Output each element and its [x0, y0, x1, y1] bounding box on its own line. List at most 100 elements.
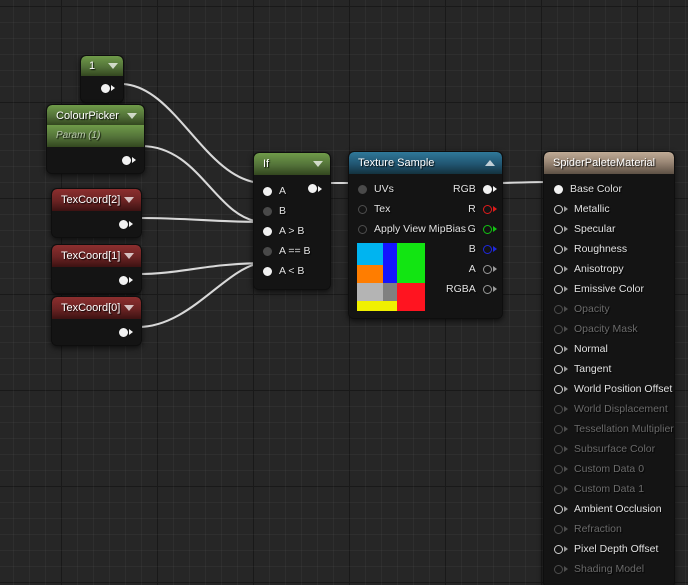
- node-texcoord-1[interactable]: TexCoord[1]: [51, 244, 142, 294]
- node-texcoord-0[interactable]: TexCoord[0]: [51, 296, 142, 346]
- output-pin[interactable]: [482, 244, 492, 254]
- input-pin-row-a-equals-b[interactable]: A == B: [254, 241, 330, 261]
- input-pin[interactable]: [554, 384, 563, 394]
- output-pin-row-g[interactable]: G: [437, 219, 502, 239]
- input-pin[interactable]: [554, 304, 563, 314]
- input-pin-row-metallic[interactable]: Metallic: [544, 199, 674, 219]
- input-pin[interactable]: [554, 224, 563, 234]
- node-if[interactable]: If A B A > B A == B: [253, 152, 331, 290]
- input-pin[interactable]: [263, 206, 272, 216]
- input-pin-row-custom-data-0[interactable]: Custom Data 0: [544, 459, 674, 479]
- output-pin[interactable]: [119, 327, 128, 337]
- node-header[interactable]: SpiderPaleteMaterial: [544, 152, 674, 174]
- output-pin-row[interactable]: [103, 215, 141, 233]
- output-pin-row[interactable]: [308, 184, 322, 193]
- output-pin-row-a[interactable]: A: [437, 259, 502, 279]
- node-header[interactable]: 1: [81, 56, 123, 76]
- input-pin-row-world-position-offset[interactable]: World Position Offset: [544, 379, 674, 399]
- input-pin-row-a-less-b[interactable]: A < B: [254, 261, 330, 281]
- input-pin-row-a-greater-b[interactable]: A > B: [254, 221, 330, 241]
- input-pin-row-normal[interactable]: Normal: [544, 339, 674, 359]
- output-pin-row-rgb[interactable]: RGB: [437, 179, 502, 199]
- input-pin[interactable]: [554, 184, 563, 194]
- output-pin[interactable]: [122, 155, 131, 165]
- texture-preview-thumbnail[interactable]: [357, 243, 425, 311]
- output-pin[interactable]: [482, 184, 492, 194]
- chevron-up-icon[interactable]: [485, 160, 495, 166]
- input-pin[interactable]: [554, 424, 563, 434]
- output-pin[interactable]: [119, 219, 128, 229]
- input-pin[interactable]: [554, 444, 563, 454]
- input-pin-row-opacity-mask[interactable]: Opacity Mask: [544, 319, 674, 339]
- input-pin-row-subsurface-color[interactable]: Subsurface Color: [544, 439, 674, 459]
- input-pin[interactable]: [554, 544, 563, 554]
- output-pin[interactable]: [119, 275, 128, 285]
- input-pin-row-ambient-occlusion[interactable]: Ambient Occlusion: [544, 499, 674, 519]
- output-pin-row-rgba[interactable]: RGBA: [437, 279, 502, 299]
- chevron-down-icon[interactable]: [108, 63, 118, 69]
- output-pin-row[interactable]: [106, 151, 144, 169]
- node-header[interactable]: Texture Sample: [349, 152, 502, 174]
- chevron-down-icon[interactable]: [124, 253, 134, 259]
- input-pin-row-roughness[interactable]: Roughness: [544, 239, 674, 259]
- output-pin[interactable]: [482, 264, 492, 274]
- output-pin[interactable]: [482, 224, 492, 234]
- input-pin-row-base-color[interactable]: Base Color: [544, 179, 674, 199]
- node-header[interactable]: If: [254, 153, 330, 175]
- input-pin-row-tex[interactable]: Tex: [349, 199, 437, 219]
- input-pin-row-specular[interactable]: Specular: [544, 219, 674, 239]
- input-pin-row-pixel-depth-offset[interactable]: Pixel Depth Offset: [544, 539, 674, 559]
- node-constant-1[interactable]: 1: [80, 55, 124, 103]
- input-pin-row-tangent[interactable]: Tangent: [544, 359, 674, 379]
- chevron-down-icon[interactable]: [313, 161, 323, 167]
- input-pin-row-apply-view-mipbias[interactable]: Apply View MipBias: [349, 219, 466, 239]
- output-pin-row[interactable]: [103, 271, 141, 289]
- input-pin-row-anisotropy[interactable]: Anisotropy: [544, 259, 674, 279]
- input-pin[interactable]: [554, 464, 563, 474]
- node-header[interactable]: ColourPicker: [47, 105, 144, 125]
- input-pin[interactable]: [263, 186, 272, 196]
- input-pin[interactable]: [554, 504, 563, 514]
- input-pin[interactable]: [554, 484, 563, 494]
- input-pin[interactable]: [554, 244, 563, 254]
- node-colour-picker[interactable]: ColourPicker Param (1): [46, 104, 145, 174]
- input-pin[interactable]: [554, 344, 563, 354]
- input-pin[interactable]: [554, 264, 563, 274]
- node-header[interactable]: TexCoord[2]: [52, 189, 141, 211]
- output-pin-row[interactable]: [103, 323, 141, 341]
- node-header[interactable]: TexCoord[0]: [52, 297, 141, 319]
- node-texcoord-2[interactable]: TexCoord[2]: [51, 188, 142, 238]
- output-pin[interactable]: [101, 83, 110, 93]
- output-pin[interactable]: [482, 284, 492, 294]
- input-pin-row-opacity[interactable]: Opacity: [544, 299, 674, 319]
- chevron-down-icon[interactable]: [124, 305, 134, 311]
- input-pin[interactable]: [263, 246, 272, 256]
- input-pin[interactable]: [554, 284, 563, 294]
- input-pin-row-refraction[interactable]: Refraction: [544, 519, 674, 539]
- input-pin-row-uvs[interactable]: UVs: [349, 179, 437, 199]
- chevron-down-icon[interactable]: [124, 197, 134, 203]
- input-pin[interactable]: [358, 204, 367, 214]
- input-pin-row-b[interactable]: B: [254, 201, 330, 221]
- output-pin[interactable]: [482, 204, 492, 214]
- input-pin[interactable]: [358, 184, 367, 194]
- input-pin[interactable]: [554, 324, 563, 334]
- input-pin[interactable]: [358, 224, 367, 234]
- input-pin[interactable]: [554, 404, 563, 414]
- chevron-down-icon[interactable]: [127, 113, 137, 119]
- input-pin-row-world-displacement[interactable]: World Displacement: [544, 399, 674, 419]
- input-pin-row-emissive-color[interactable]: Emissive Color: [544, 279, 674, 299]
- input-pin[interactable]: [554, 564, 563, 574]
- input-pin[interactable]: [554, 364, 563, 374]
- input-pin-row-tessellation-multiplier[interactable]: Tessellation Multiplier: [544, 419, 674, 439]
- output-pin-row[interactable]: [85, 79, 123, 97]
- input-pin-row-custom-data-1[interactable]: Custom Data 1: [544, 479, 674, 499]
- input-pin[interactable]: [263, 266, 272, 276]
- input-pin[interactable]: [263, 226, 272, 236]
- input-pin-row-shading-model[interactable]: Shading Model: [544, 559, 674, 579]
- node-texture-sample[interactable]: Texture Sample UVs Tex Apply View MipBia…: [348, 151, 503, 319]
- output-pin-row-r[interactable]: R: [437, 199, 502, 219]
- input-pin[interactable]: [554, 524, 563, 534]
